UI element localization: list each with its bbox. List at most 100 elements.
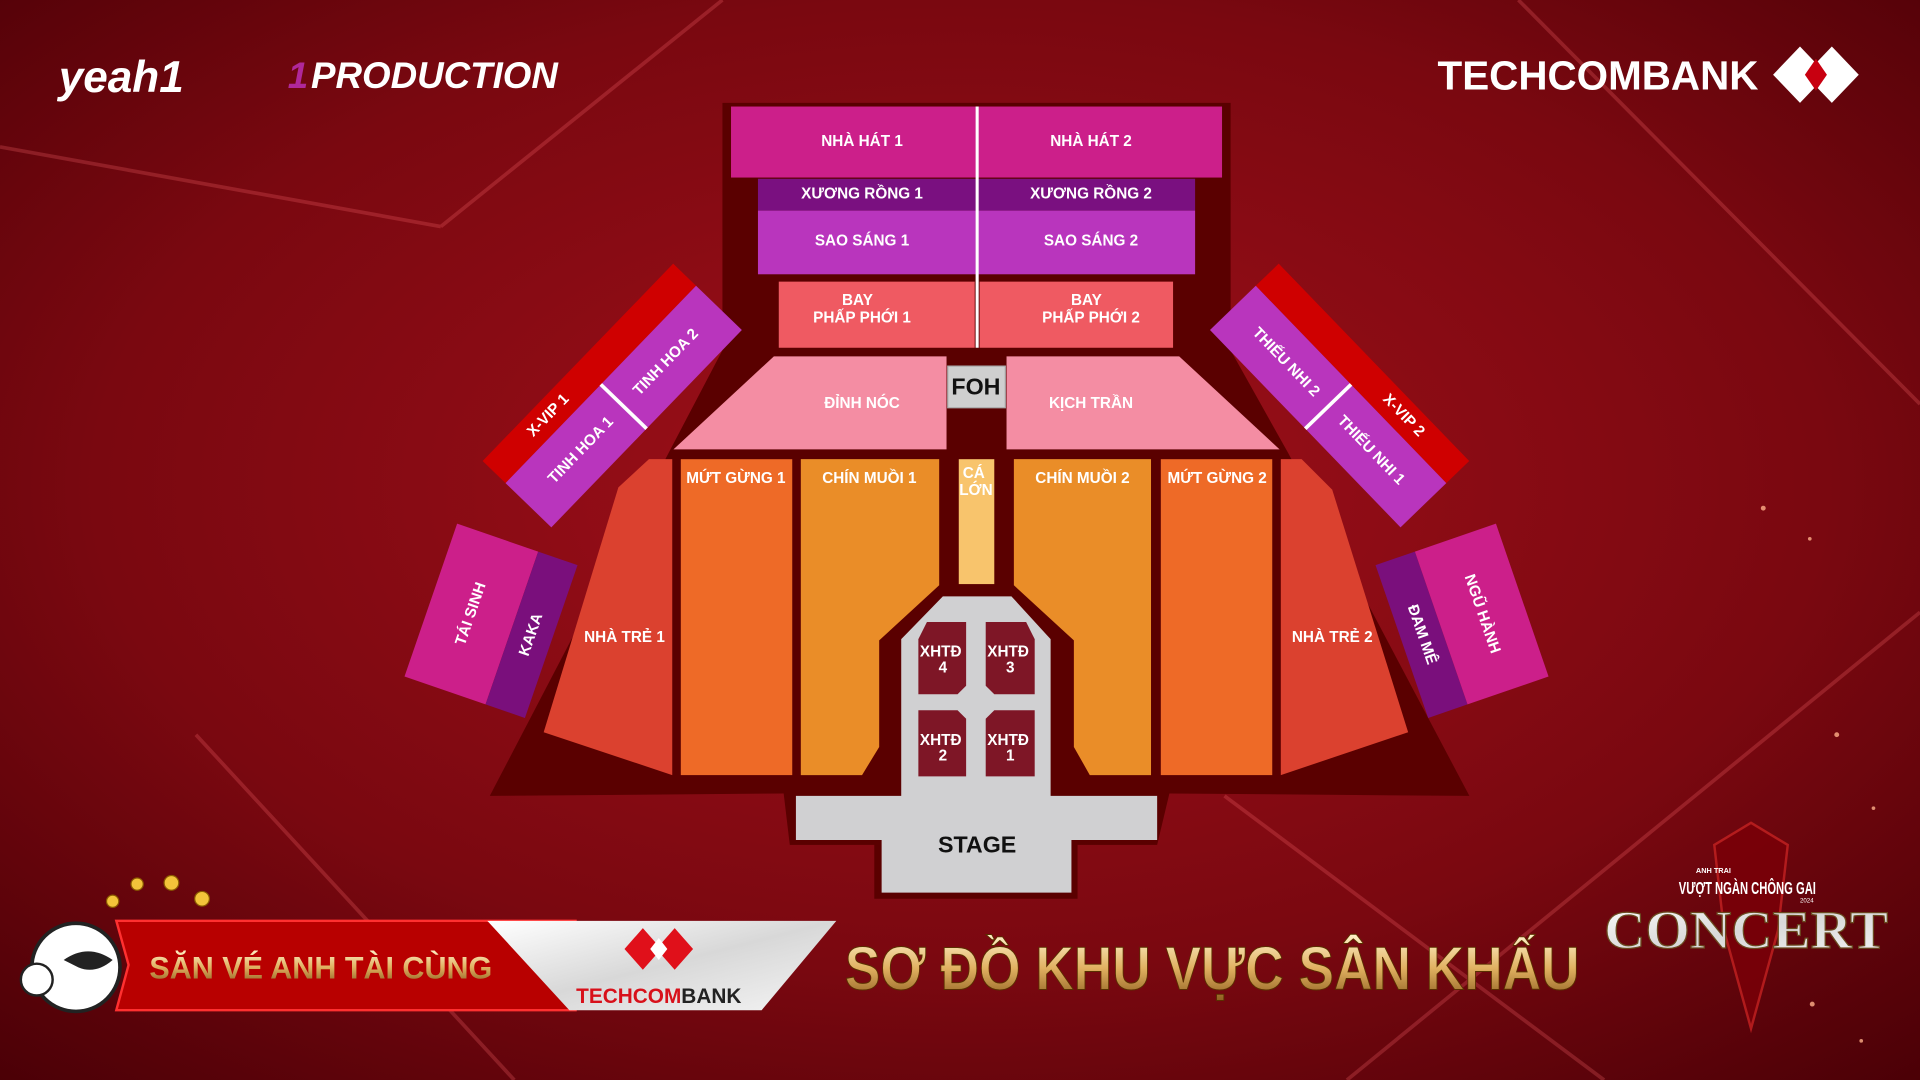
section-thieu-nhi-1 [1305, 384, 1447, 528]
section-mut-gung-2 [1160, 459, 1273, 776]
label-chin-muoi-1: CHÍN MUỒI 1 [822, 469, 917, 487]
concert-logo-emblem [1712, 821, 1790, 1034]
foh-booth [947, 365, 1006, 409]
label-line: 1 [1006, 748, 1015, 765]
label-line: PHẤP PHỚI 1 [813, 308, 911, 326]
left-side-block: TÁI SINH KAKA [404, 523, 578, 718]
label-line: 2 [939, 748, 948, 765]
section-tai-sinh [404, 523, 539, 705]
label-line: PHẤP PHỚI 2 [1042, 308, 1140, 326]
label-xhtd-2: XHTĐ 2 [920, 732, 966, 765]
label-line: 4 [939, 660, 948, 677]
partner-banner [487, 920, 837, 1011]
stage [795, 596, 1158, 893]
label-line: XHTĐ [987, 732, 1029, 749]
section-nha-hat-1 [731, 106, 976, 178]
divider [599, 383, 648, 431]
partner-diamond-icon [624, 928, 694, 970]
section-thieu-nhi-2 [1209, 285, 1352, 429]
sparkles-decoration [1760, 505, 1876, 1043]
label-chin-muoi-2: CHÍN MUỒI 2 [1035, 469, 1129, 487]
divider [1303, 383, 1353, 431]
concert-logo-kicker: ANH TRAI [1696, 866, 1731, 875]
section-kaka [485, 551, 578, 718]
label-ca-lon: CÁ LỚN [959, 465, 992, 499]
concert-logo-word: CONCERT [1604, 900, 1888, 960]
section-nha-hat-2 [978, 106, 1223, 178]
section-tinh-hoa-1 [505, 384, 647, 528]
section-mut-gung-1 [680, 459, 793, 776]
concert-logo: ANH TRAI VƯỢT NGÀN CHÔNG GAI 2024 CONCER… [1603, 821, 1889, 1034]
label-line: LỚN [959, 481, 992, 499]
section-x-vip-1 [482, 263, 697, 484]
label-nha-tre-1: NHÀ TRẺ 1 [584, 629, 665, 646]
label-xhtd-3: XHTĐ 3 [987, 644, 1033, 677]
label-xhtd-1: XHTĐ 1 [987, 732, 1033, 765]
section-xhtd-2 [918, 710, 967, 777]
section-xhtd-3 [985, 622, 1035, 695]
section-chin-muoi-2 [1013, 459, 1152, 776]
label-xuong-rong-2: XƯƠNG RỒNG 2 [1030, 185, 1152, 203]
label-line: XHTĐ [920, 644, 962, 661]
label-bay-phap-phoi-2: BAY PHẤP PHỚI 2 [1042, 292, 1140, 326]
label-line: 3 [1006, 660, 1015, 677]
label-line: CÁ [963, 465, 985, 482]
section-sao-sang-1 [757, 210, 976, 275]
label-line: BAY [842, 292, 873, 309]
label-dinh-noc: ĐỈNH NÓC [824, 394, 900, 412]
label-mut-gung-2: MỨT GỪNG 2 [1167, 469, 1266, 487]
section-ngu-hanh [1414, 523, 1549, 705]
left-diagonal-block: X-VIP 1 TINH HOA 1 TINH HOA 2 [482, 263, 742, 528]
label-mut-gung-1: MỨT GỪNG 1 [686, 469, 786, 487]
section-bay-phap-phoi-2 [979, 281, 1174, 348]
label-line: BAY [1071, 292, 1102, 309]
techcombank-logo-text: TECHCOMBANK [1438, 52, 1759, 98]
section-kich-tran [1006, 356, 1280, 450]
label-nha-tre-2: NHÀ TRẺ 2 [1292, 629, 1373, 646]
partner-name: TECHCOMBANK [576, 985, 741, 1008]
right-side-block: ĐAM MÊ NGŨ HÀNH [1375, 523, 1549, 718]
label-sao-sang-2: SAO SÁNG 2 [1044, 232, 1138, 249]
techcombank-logo: TECHCOMBANK [1438, 46, 1859, 103]
label-stage: STAGE [938, 831, 1016, 857]
coins-decoration [105, 874, 210, 908]
section-xuong-rong-2 [978, 178, 1196, 211]
techcombank-diamond-icon [1773, 46, 1859, 103]
section-tinh-hoa-2 [600, 285, 742, 429]
mascot-icon [19, 921, 122, 1014]
section-dinh-noc [673, 356, 947, 450]
section-xhtd-1 [985, 710, 1035, 777]
section-bay-phap-phoi-1 [778, 281, 975, 348]
section-nha-tre-1 [543, 459, 673, 776]
production-logo-text: PRODUCTION [311, 55, 559, 96]
label-xhtd-4: XHTĐ 4 [920, 644, 966, 677]
right-diagonal-block: X-VIP 2 THIẾU NHI 2 THIẾU NHI 1 [1209, 263, 1470, 528]
promo-text: SĂN VÉ ANH TÀI CÙNG [149, 949, 492, 985]
section-x-vip-2 [1255, 263, 1470, 484]
section-xuong-rong-1 [757, 178, 976, 211]
label-line: XHTĐ [920, 732, 962, 749]
section-xhtd-4 [918, 622, 967, 695]
label-sao-sang-1: SAO SÁNG 1 [815, 232, 910, 249]
label-kich-tran: KỊCH TRẦN [1049, 395, 1133, 412]
label-bay-phap-phoi-1: BAY PHẤP PHỚI 1 [813, 292, 911, 326]
section-nha-tre-2 [1280, 459, 1409, 776]
concert-logo-year: 2024 [1800, 897, 1814, 904]
label-nha-hat-2: NHÀ HÁT 2 [1050, 133, 1132, 150]
yeah1-logo: yeah1 [57, 53, 184, 102]
section-chin-muoi-1 [800, 459, 940, 776]
label-foh: FOH [951, 373, 1000, 399]
label-xuong-rong-1: XƯƠNG RỒNG 1 [801, 185, 923, 203]
label-line: XHTĐ [987, 644, 1029, 661]
section-dam-me [1375, 551, 1468, 718]
concert-logo-subtitle: VƯỢT NGÀN CHÔNG GAI [1679, 878, 1816, 898]
section-sao-sang-2 [978, 210, 1196, 275]
page-title: SƠ ĐỒ KHU VỰC SÂN KHẤU [845, 934, 1580, 1002]
partner-name-bank: BANK [681, 985, 741, 1008]
production-logo: 1 PRODUCTION [288, 55, 560, 96]
label-nha-hat-1: NHÀ HÁT 1 [821, 133, 903, 150]
section-ca-lon [958, 459, 995, 585]
production-logo-mark: 1 [288, 55, 308, 96]
